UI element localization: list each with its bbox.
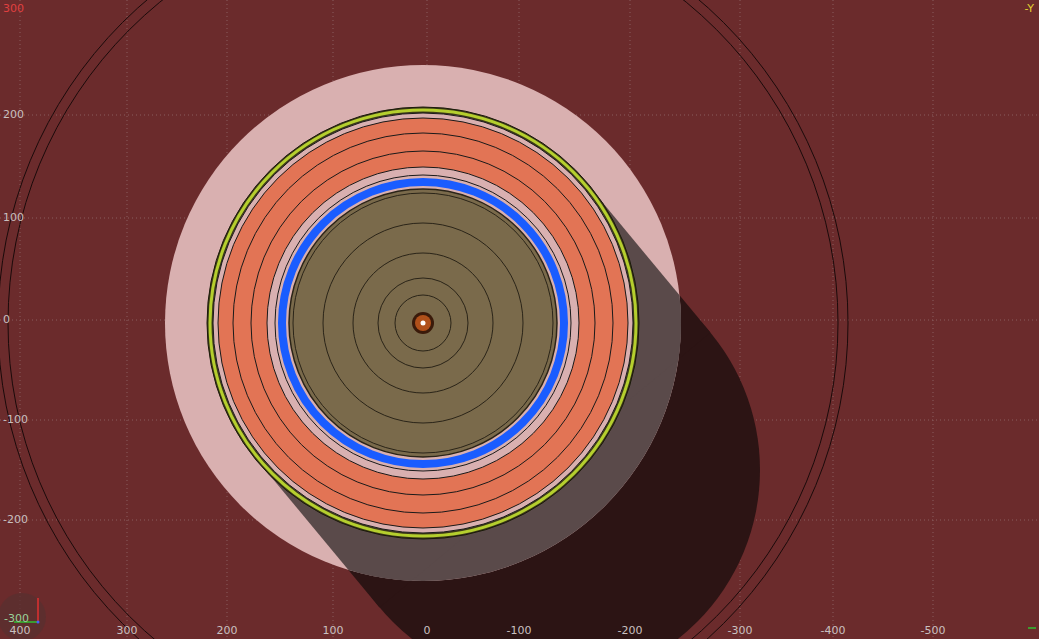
dark-green-ring: [207, 107, 639, 539]
yellow-green-ring: [210, 110, 636, 536]
orange-ring: [218, 118, 628, 528]
axis-tick-label: 100: [3, 211, 24, 224]
axis-tick-label: -400: [821, 624, 846, 637]
center-rod: [415, 315, 431, 331]
corner-mark: [1028, 627, 1036, 629]
axis-tick-label: 300: [117, 624, 138, 637]
axis-tick-label: 400: [10, 624, 31, 637]
inner-pink-line: [275, 175, 571, 471]
orange-ring-lines: [233, 133, 613, 513]
axis-tick-label: -500: [921, 624, 946, 637]
pink-gap: [213, 113, 633, 533]
axis-tick-label: 200: [3, 108, 24, 121]
axis-tick-label: 100: [323, 624, 344, 637]
blue-ring: [282, 182, 564, 464]
axis-tick-label: 200: [217, 624, 238, 637]
outer-shell: [0, 0, 848, 639]
center-dot: [421, 321, 426, 326]
shadow: [208, 108, 760, 639]
axis-tick-label: 0: [3, 313, 10, 326]
axis-tick-label: -200: [3, 513, 28, 526]
axis-tick-label: -300: [728, 624, 753, 637]
center-rod-outer: [412, 312, 434, 334]
axis-tick-label: -300: [4, 612, 29, 625]
core-disk: [289, 189, 557, 457]
axis-tick-label: -100: [507, 624, 532, 637]
inner-pink-ring: [267, 167, 579, 479]
axis-tick-label: -100: [3, 413, 28, 426]
view-axis-label: -Y: [1025, 2, 1034, 15]
axis-icon: [0, 593, 46, 639]
core-lines: [293, 193, 553, 453]
axis-tick-label: -200: [618, 624, 643, 637]
axis-tick-label: 300: [3, 2, 24, 15]
shadow-on-disk: [258, 186, 761, 639]
axis-tick-label: 0: [424, 624, 431, 637]
